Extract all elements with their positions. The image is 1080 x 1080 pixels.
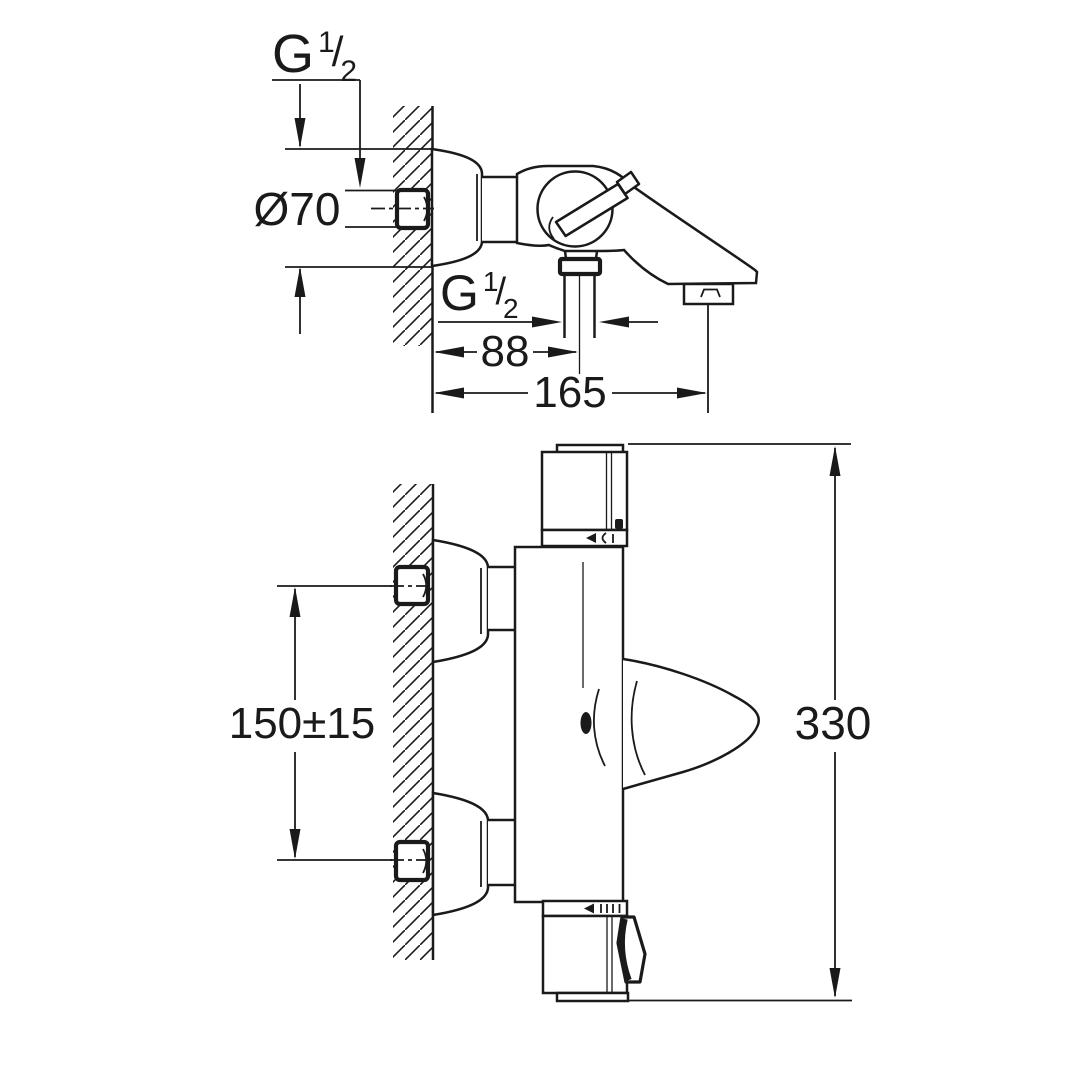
upper-escutcheon	[431, 538, 490, 664]
spout-outlet-stipple	[580, 712, 592, 734]
dim-inlet-center-distance: 150±15	[229, 585, 392, 861]
escutcheon	[430, 147, 484, 268]
dim-label-escutcheon-diameter: Ø70	[254, 183, 341, 235]
wall-hatching-front	[393, 484, 433, 960]
control-lever	[554, 182, 629, 238]
volume-handle-grip-mark	[615, 519, 623, 529]
spout-crease-right	[630, 680, 646, 776]
temperature-handle	[541, 914, 647, 1003]
lower-inlet-nut	[393, 839, 431, 883]
volume-scale-band	[540, 528, 629, 548]
volume-scale-arrow	[586, 533, 596, 543]
temperature-scale-arrow	[584, 903, 594, 914]
safety-stop-button-shading	[619, 918, 632, 981]
volume-handle	[540, 443, 629, 532]
thermostat-body	[513, 545, 625, 904]
control-lever-end-cap	[615, 170, 641, 196]
lower-escutcheon	[431, 791, 490, 917]
spout-crease-left	[593, 688, 606, 767]
front-view: 150±15 330	[229, 443, 872, 1003]
aerator	[682, 282, 735, 306]
outlet-union-nut	[557, 256, 603, 277]
outlet-connection	[557, 250, 603, 374]
lever-pivot-arc	[548, 216, 555, 240]
temperature-scale-band	[541, 899, 629, 918]
temperature-handle-cap	[555, 991, 630, 1003]
dim-escutcheon-diameter: Ø70	[254, 84, 432, 334]
dim-overall-height: 330	[628, 443, 872, 1002]
spout-front	[622, 657, 760, 791]
upper-inlet-shaft	[488, 565, 515, 632]
dim-label-wall-to-outlet: 88	[481, 327, 530, 376]
lower-inlet-shaft	[488, 818, 515, 887]
dim-label-overall-height: 330	[795, 697, 872, 749]
dim-wall-to-spout-end: 165	[434, 305, 709, 417]
dim-label-wall-to-spout-end: 165	[533, 368, 606, 417]
dim-label-inlet-center-distance: 150±15	[229, 699, 376, 748]
dim-wall-to-outlet: 88	[434, 327, 578, 376]
connection-shaft	[482, 175, 517, 244]
